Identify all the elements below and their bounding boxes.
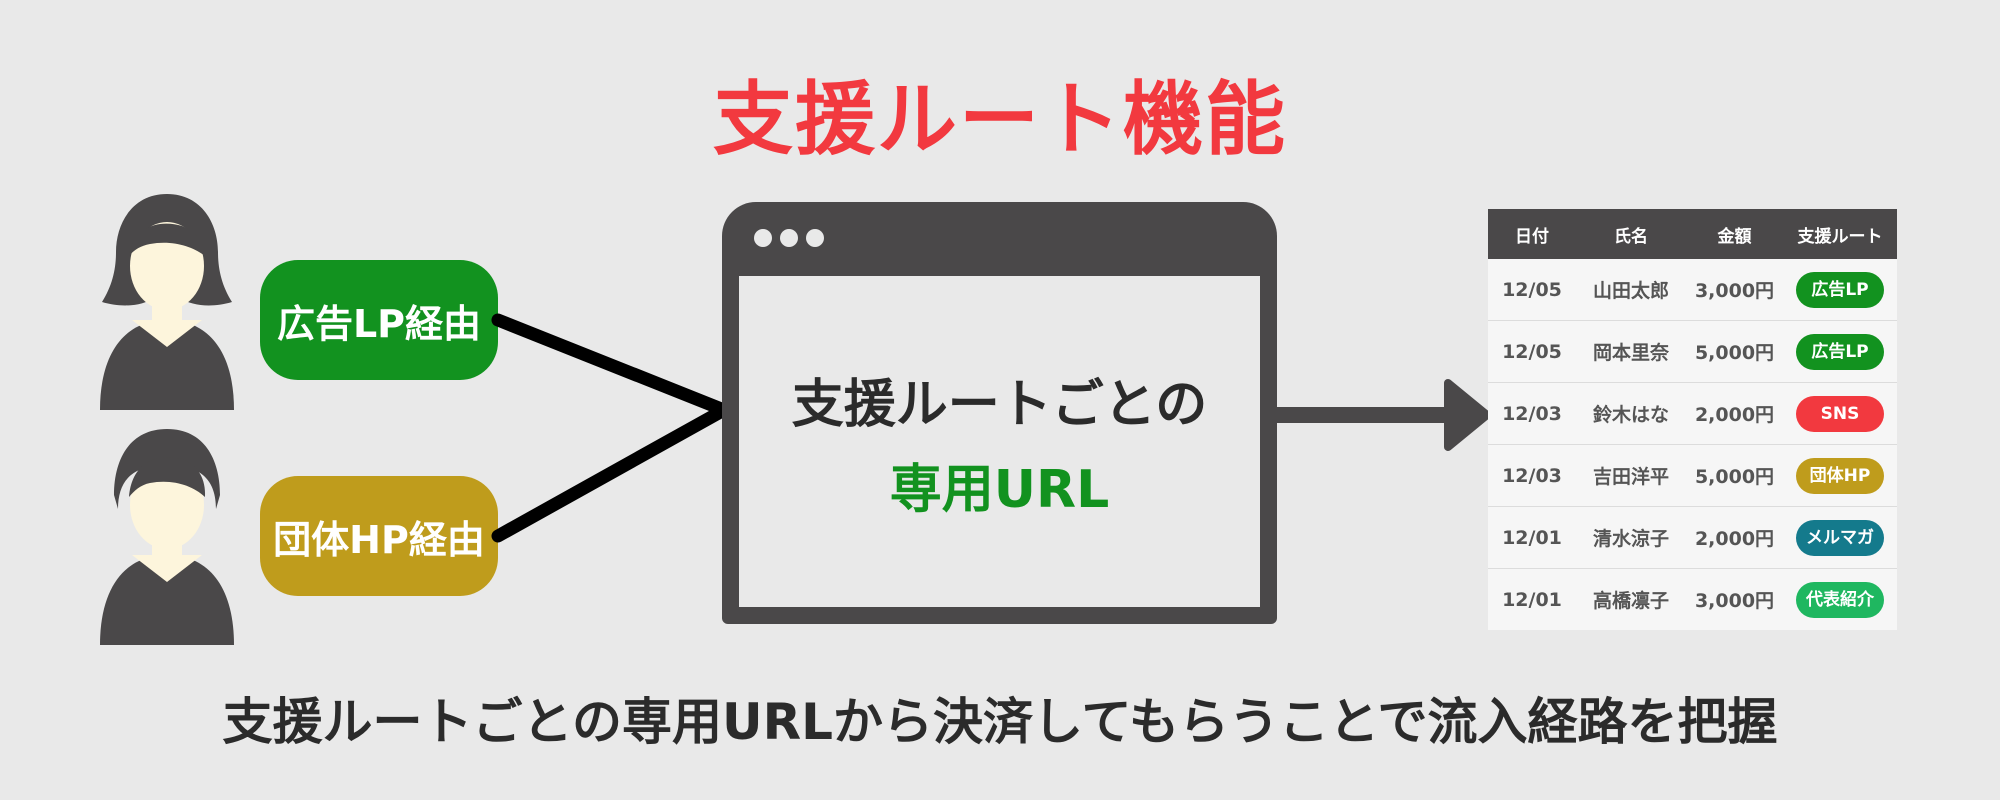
table-row: 12/01 清水涼子 2,000円 メルマガ <box>1488 507 1897 569</box>
cell-amount: 3,000円 <box>1694 590 1775 612</box>
table-row: 12/05 岡本里奈 5,000円 広告LP <box>1488 321 1897 383</box>
header-amount: 金額 <box>1717 226 1752 247</box>
route-badge: 団体HP <box>1796 457 1884 494</box>
window-dot <box>780 229 798 247</box>
table-header: 日付 氏名 金額 支援ルート <box>1488 209 1897 259</box>
diagram-title: 支援ルート機能 <box>713 73 1287 166</box>
cell-amount: 2,000円 <box>1694 528 1775 550</box>
person-icon <box>100 194 234 410</box>
route-badge: 代表紹介 <box>1796 581 1884 618</box>
caption-text: 支援ルートごとの専用URLから決済してもらうことで流入経路を把握 <box>222 693 1778 751</box>
cell-amount: 3,000円 <box>1694 280 1775 302</box>
cell-name: 清水涼子 <box>1592 528 1669 550</box>
cell-name: 高橋凛子 <box>1592 590 1669 612</box>
person-icon <box>100 429 234 645</box>
cell-name: 鈴木はな <box>1592 404 1669 426</box>
source-badge-org-hp: 団体HP経由 <box>260 476 498 596</box>
cell-date: 12/01 <box>1502 526 1562 549</box>
cell-amount: 5,000円 <box>1694 466 1775 488</box>
donation-table: 日付 氏名 金額 支援ルート 12/05 山田太郎 3,000円 広告LP 12… <box>1488 209 1897 630</box>
route-badge: SNS <box>1796 395 1884 432</box>
header-date: 日付 <box>1515 226 1549 247</box>
route-badge: メルマガ <box>1796 519 1884 556</box>
cell-date: 12/03 <box>1502 464 1562 487</box>
window-dot <box>806 229 824 247</box>
table-row: 12/05 山田太郎 3,000円 広告LP <box>1488 259 1897 321</box>
route-badge: 広告LP <box>1796 333 1884 370</box>
table-row: 12/03 吉田洋平 5,000円 団体HP <box>1488 445 1897 507</box>
table-row: 12/03 鈴木はな 2,000円 SNS <box>1488 383 1897 445</box>
route-badge: 広告LP <box>1796 271 1884 308</box>
cell-amount: 5,000円 <box>1694 342 1775 364</box>
cell-date: 12/03 <box>1502 402 1562 425</box>
browser-text-line1: 支援ルートごとの <box>791 374 1208 435</box>
source-badge-ad-lp: 広告LP経由 <box>260 260 498 380</box>
header-route: 支援ルート <box>1797 226 1883 247</box>
cell-date: 12/05 <box>1502 340 1562 363</box>
browser-window-icon: 支援ルートごとの 専用URL <box>722 202 1277 624</box>
cell-name: 吉田洋平 <box>1592 466 1669 488</box>
cell-date: 12/01 <box>1502 588 1562 611</box>
cell-name: 山田太郎 <box>1592 280 1669 302</box>
cell-name: 岡本里奈 <box>1592 342 1669 364</box>
window-dot <box>754 229 772 247</box>
cell-date: 12/05 <box>1502 278 1562 301</box>
browser-screen: 支援ルートごとの 専用URL <box>739 276 1260 607</box>
table-row: 12/01 高橋凛子 3,000円 代表紹介 <box>1488 569 1897 630</box>
header-name: 氏名 <box>1614 226 1648 247</box>
browser-text-line2: 専用URL <box>889 459 1110 520</box>
cell-amount: 2,000円 <box>1694 404 1775 426</box>
